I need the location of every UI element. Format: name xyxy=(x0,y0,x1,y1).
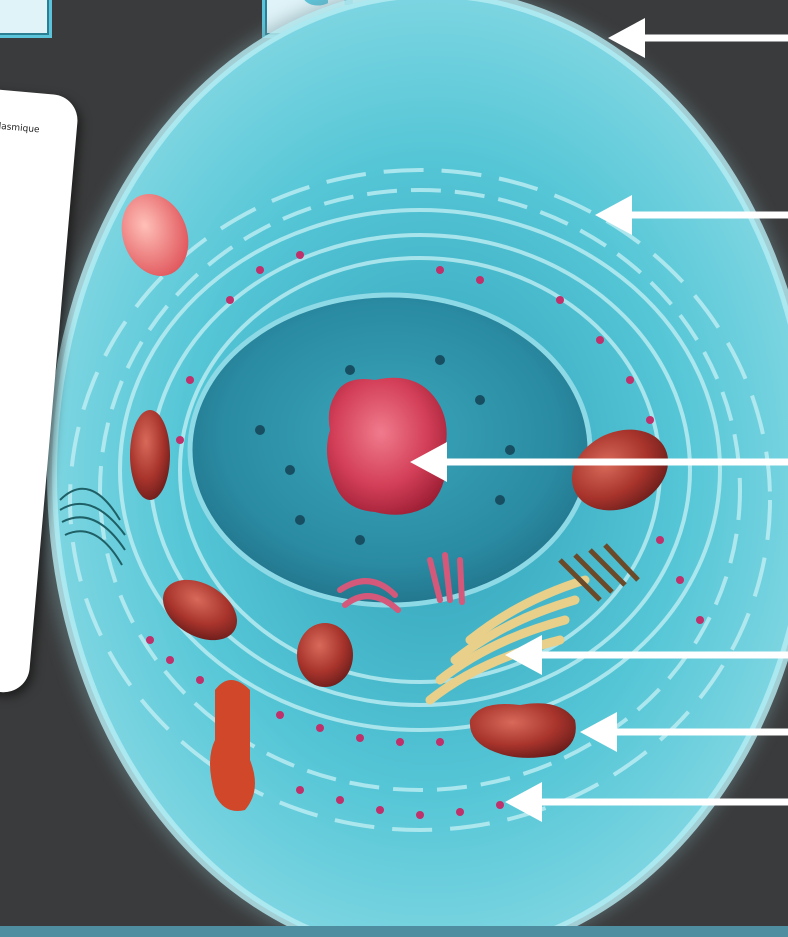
bottom-band xyxy=(0,926,788,937)
legend-line-1: lasmique xyxy=(0,122,40,136)
lysosome xyxy=(210,680,255,811)
nucleolus xyxy=(327,378,447,515)
mitochondrion-center xyxy=(297,623,353,687)
mitochondrion-upper-left xyxy=(130,410,170,500)
